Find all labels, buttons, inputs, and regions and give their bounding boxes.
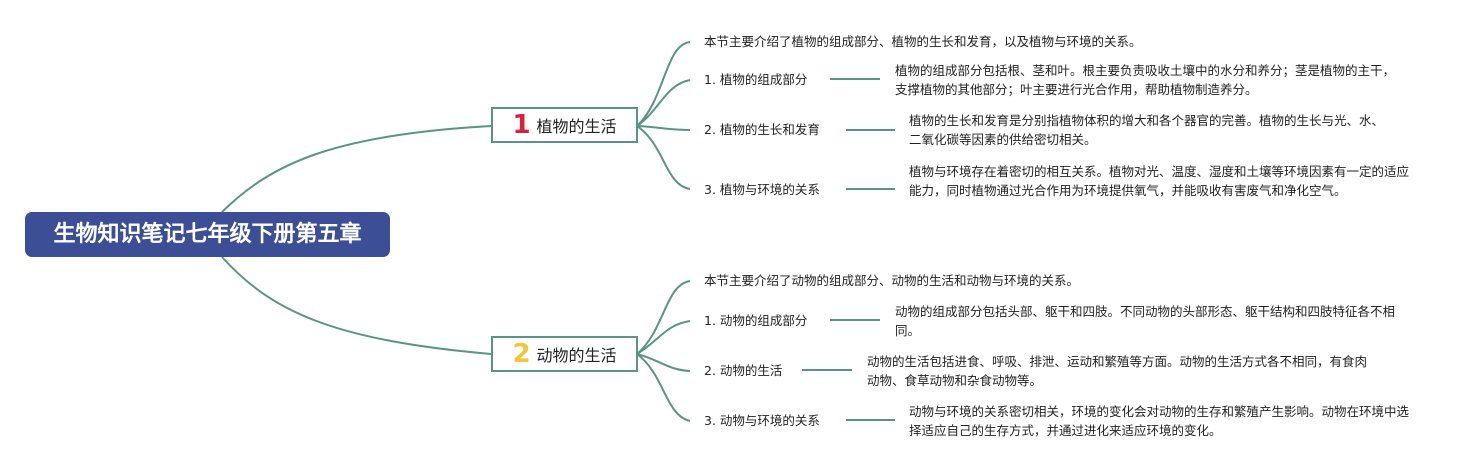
branch-2-item-2-detail: 动物的生活包括进食、呼吸、排泄、运动和繁殖等方面。动物的生活方式各不相同，有食肉…: [867, 354, 1368, 388]
branch-2-label: 动物的生活: [536, 346, 617, 365]
connector-branch-2-item-1: [636, 320, 691, 355]
connector-branch-2-item-2: [636, 353, 691, 372]
branch-1-item-3-label[interactable]: 3. 植物与环境的关系: [704, 182, 820, 197]
branch-2-item-3-detail: 动物与环境的关系密切相关，环境的变化会对动物的生存和繁殖产生影响。动物在环境中选…: [909, 404, 1410, 438]
branch-2-item-2-label[interactable]: 2. 动物的生活: [704, 363, 783, 378]
branch-2-item-3-label[interactable]: 3. 动物与环境的关系: [704, 413, 820, 428]
connector-branch-1-item-2: [636, 125, 691, 131]
connector-root-to-branch-1: [221, 125, 492, 213]
branch-1-item-1-detail: 植物的组成部分包括根、茎和叶。根主要负责吸收土壤中的水分和养分；茎是植物的主干，…: [895, 63, 1396, 97]
branch-1-item-2-detail: 植物的生长和发育是分别指植物体积的增大和各个器官的完善。植物的生长与光、水、二氧…: [909, 113, 1385, 147]
connector-branch-1-item-3: [636, 125, 691, 190]
branch-2-intro: 本节主要介绍了动物的组成部分、动物的生活和动物与环境的关系。: [704, 273, 1080, 288]
branch-1-topic[interactable]: 1 植物的生活: [491, 107, 638, 143]
connector-branch-2-intro: [636, 280, 691, 355]
branch-1-number-badge: 1: [512, 110, 531, 140]
branch-1-item-3-detail: 植物与环境存在着密切的相互关系。植物对光、温度、湿度和土壤等环境因素有一定的适应…: [909, 164, 1410, 198]
branch-2-topic[interactable]: 2 动物的生活: [491, 336, 638, 372]
connector-branch-1-intro: [636, 41, 691, 127]
root-topic[interactable]: 生物知识笔记七年级下册第五章: [25, 212, 390, 257]
branch-2-number-badge: 2: [512, 339, 531, 369]
connector-root-to-branch-2: [221, 256, 492, 355]
branch-1-label: 植物的生活: [536, 117, 617, 136]
connector-branch-1-item-1: [636, 79, 691, 127]
branch-1-item-1-label[interactable]: 1. 植物的组成部分: [704, 72, 808, 87]
branch-1-intro: 本节主要介绍了植物的组成部分、植物的生长和发育，以及植物与环境的关系。: [704, 34, 1142, 49]
branch-2-item-1-detail: 动物的组成部分包括头部、躯干和四肢。不同动物的头部形态、躯干结构和四肢特征各不相…: [895, 304, 1396, 338]
branch-1-item-2-label[interactable]: 2. 植物的生长和发育: [704, 122, 820, 137]
branch-2-item-1-label[interactable]: 1. 动物的组成部分: [704, 313, 808, 328]
root-title: 生物知识笔记七年级下册第五章: [53, 222, 362, 247]
connector-branch-2-item-3: [636, 353, 691, 422]
